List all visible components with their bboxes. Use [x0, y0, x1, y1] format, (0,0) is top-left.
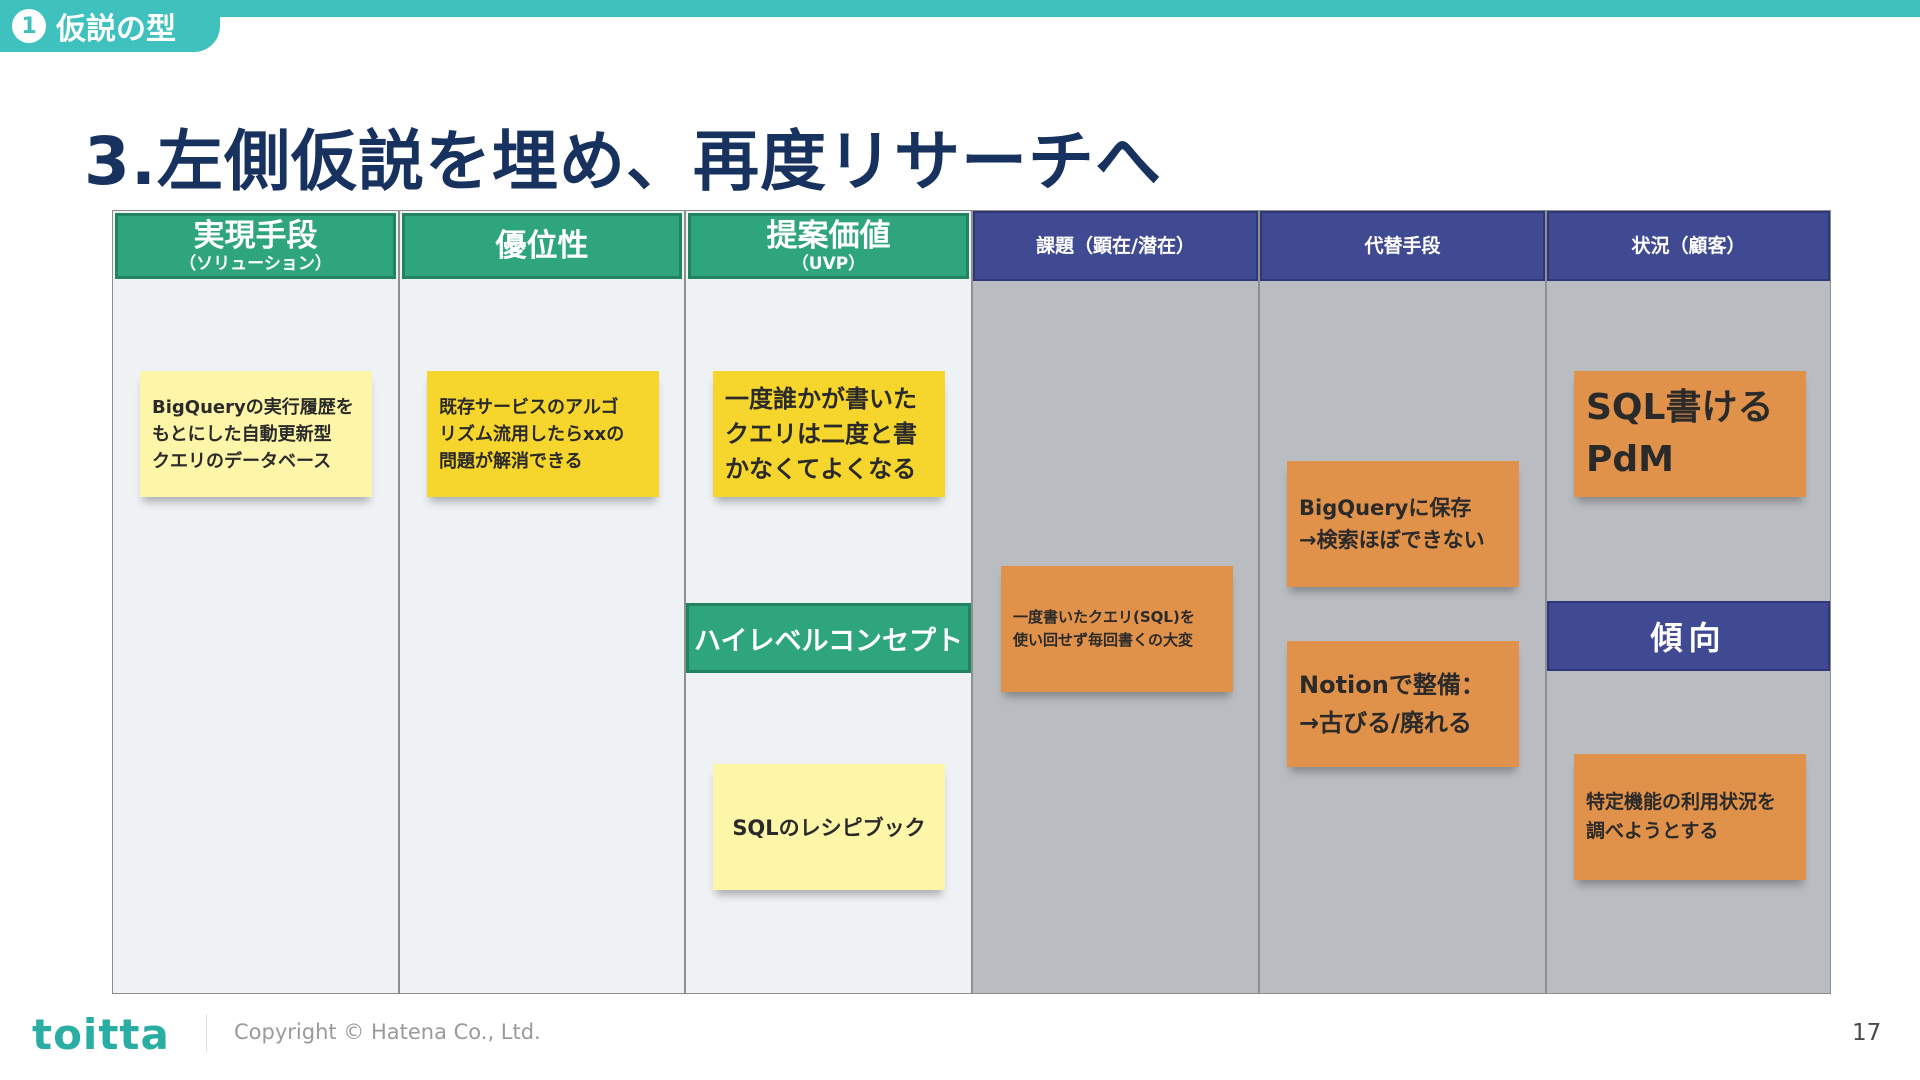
- section-label: 仮説の型: [56, 12, 176, 47]
- column-header-customer-situation: 状況（顧客）: [1547, 211, 1830, 281]
- column-problem: 課題（顕在/潜在） 一度書いたクエリ(SQL)を 使い回せず毎回書くの大変: [973, 211, 1260, 993]
- column-title: 状況（顧客）: [1631, 235, 1746, 257]
- sticky-note-advantage: 既存サービスのアルゴ リズム流用したらxxの 問題が解消できる: [427, 371, 659, 497]
- column-subtitle: （ソリューション）: [179, 254, 332, 274]
- sub-header-high-level-concept: ハイレベルコンセプト: [686, 603, 971, 673]
- sub-header-trend: 傾向: [1547, 601, 1830, 671]
- column-header-uvp: 提案価値 （UVP）: [688, 213, 969, 279]
- column-subtitle: （UVP）: [791, 254, 866, 274]
- column-solution: 実現手段 （ソリューション） BigQueryの実行履歴を もとにした自動更新型…: [113, 211, 400, 993]
- column-header-alternatives: 代替手段: [1260, 211, 1545, 281]
- column-customer-situation: 状況（顧客） SQL書ける PdM 傾向 特定機能の利用状況を 調べようとする: [1547, 211, 1830, 993]
- column-title: 優位性: [495, 228, 589, 264]
- page-number: 17: [1852, 1020, 1882, 1046]
- sticky-note-alternative-1: BigQueryに保存 →検索ほぼできない: [1287, 461, 1519, 587]
- sticky-note-trend: 特定機能の利用状況を 調べようとする: [1574, 754, 1806, 880]
- column-title: 代替手段: [1364, 235, 1441, 257]
- column-header-advantage: 優位性: [402, 213, 682, 279]
- toitta-logo: toitta: [32, 1010, 170, 1059]
- section-tab: 1 仮説の型: [0, 0, 220, 52]
- sticky-note-concept: SQLのレシピブック: [713, 764, 945, 890]
- sticky-note-problem: 一度書いたクエリ(SQL)を 使い回せず毎回書くの大変: [1001, 566, 1233, 692]
- slide-title: 3.左側仮説を埋め、再度リサーチへ: [84, 123, 1162, 200]
- column-uvp: 提案価値 （UVP） 一度誰かが書いた クエリは二度と書 かなくてよくなる ハイ…: [686, 211, 973, 993]
- column-title: 実現手段: [193, 218, 318, 254]
- footer-copyright: Copyright © Hatena Co., Ltd.: [234, 1020, 541, 1044]
- column-header-solution: 実現手段 （ソリューション）: [115, 213, 396, 279]
- sticky-note-alternative-2: Notionで整備： →古びる/廃れる: [1287, 641, 1519, 767]
- top-accent-bar: [0, 0, 1920, 17]
- column-title: 提案価値: [766, 218, 891, 254]
- column-header-problem: 課題（顕在/潜在）: [973, 211, 1258, 281]
- column-alternatives: 代替手段 BigQueryに保存 →検索ほぼできない Notionで整備： →古…: [1260, 211, 1547, 993]
- sticky-note-uvp: 一度誰かが書いた クエリは二度と書 かなくてよくなる: [713, 371, 945, 497]
- footer-divider: [206, 1014, 207, 1052]
- column-title: 課題（顕在/潜在）: [1036, 235, 1195, 257]
- sticky-note-solution: BigQueryの実行履歴を もとにした自動更新型 クエリのデータベース: [140, 371, 372, 497]
- column-advantage: 優位性 既存サービスのアルゴ リズム流用したらxxの 問題が解消できる: [400, 211, 686, 993]
- section-number-badge: 1: [12, 9, 46, 43]
- sticky-note-situation: SQL書ける PdM: [1574, 371, 1806, 497]
- lean-canvas-board: 実現手段 （ソリューション） BigQueryの実行履歴を もとにした自動更新型…: [112, 210, 1831, 994]
